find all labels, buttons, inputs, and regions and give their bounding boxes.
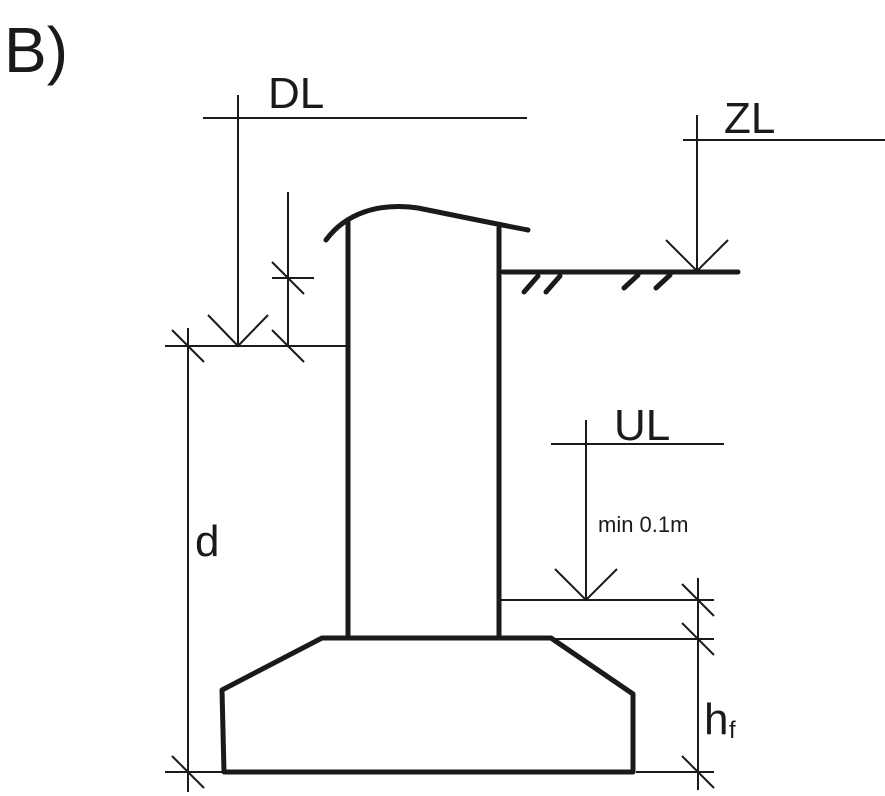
depth-tick-top: [171, 329, 205, 363]
ground-hatch-3: [621, 272, 641, 291]
footing-height-dimension: h f: [681, 578, 736, 790]
ground-hatch-4: [653, 272, 673, 291]
foundation-wall: [323, 203, 531, 641]
panel-label-letter: B): [4, 14, 68, 86]
zl-arrowhead: [665, 239, 729, 273]
wall-break-line: [323, 203, 531, 243]
ground-hatch-1: [521, 273, 541, 295]
min-gap-label: min 0.1m: [598, 512, 688, 537]
ground-surface: [500, 269, 741, 295]
tick-footing-top: [681, 622, 715, 656]
depth-dimension: d: [165, 328, 222, 792]
depth-label: d: [195, 517, 219, 566]
dl-label: DL: [268, 69, 324, 118]
top-offset-dimension: [271, 192, 314, 363]
zl-level-marker: ZL: [665, 94, 885, 273]
hf-label-main: h: [704, 695, 728, 744]
ul-label: UL: [614, 401, 670, 450]
ul-level-marker: UL min 0.1m: [551, 401, 724, 602]
hf-label-subscript: f: [729, 717, 736, 744]
top-offset-tick-lower: [271, 329, 305, 363]
tick-ul: [681, 583, 715, 617]
ground-hatch-2: [543, 273, 563, 295]
footing: [219, 635, 636, 775]
zl-label: ZL: [724, 94, 775, 143]
tick-footing-bottom: [681, 755, 715, 789]
dl-level-marker: DL: [203, 69, 527, 348]
